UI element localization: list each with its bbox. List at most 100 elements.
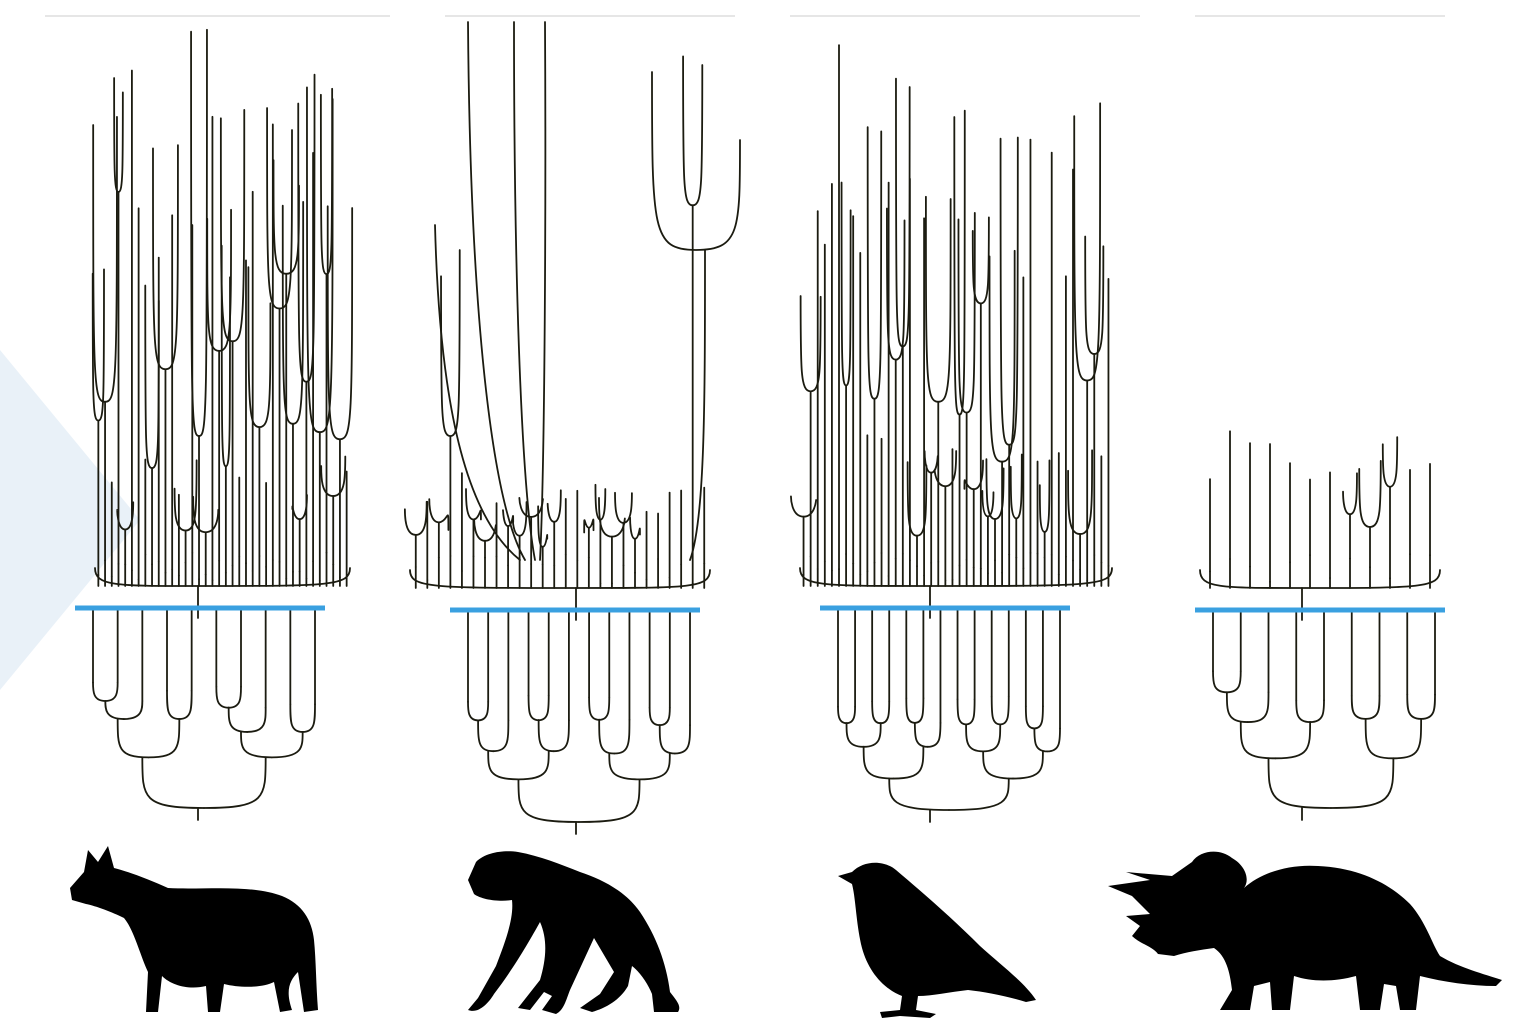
branch-segment	[167, 691, 179, 719]
branch-segment	[554, 720, 569, 751]
branch-segment	[864, 747, 894, 779]
phylogeny-panel-dinosaurs	[1195, 431, 1445, 820]
branch-segment	[539, 696, 549, 721]
branch-segment	[650, 708, 660, 725]
lineage-fork	[595, 485, 605, 520]
branch-segment	[1393, 719, 1421, 758]
branch-segment	[614, 720, 629, 754]
branch-segment	[915, 698, 924, 723]
lineage-fork	[986, 459, 1003, 519]
branch-segment	[864, 723, 881, 747]
branch-segment	[949, 779, 1009, 810]
triceratops-icon	[1108, 852, 1502, 1010]
branch-segment	[1366, 719, 1394, 758]
branch-segment	[1034, 706, 1043, 728]
branch-segment	[589, 697, 599, 719]
branch-segment	[93, 683, 105, 701]
branch-segment	[1269, 758, 1331, 808]
lineage-fork	[321, 89, 332, 274]
wolf-icon	[70, 846, 318, 1012]
branch-segment	[124, 701, 142, 719]
phylogeny-panel-primates	[405, 22, 740, 834]
branch-segment	[149, 719, 180, 757]
branch-segment	[1013, 751, 1043, 778]
lineage-fork	[267, 108, 292, 308]
lineage-fork	[513, 502, 527, 536]
branch-segment	[579, 779, 640, 822]
chimpanzee-icon	[468, 851, 679, 1014]
lineage-fork	[1040, 460, 1050, 532]
branch-segment	[241, 732, 272, 757]
lineage-fork	[292, 495, 307, 519]
branch-segment	[478, 720, 493, 751]
branch-segment	[518, 751, 548, 779]
lineage-fork	[683, 56, 702, 205]
branch-segment	[640, 754, 670, 780]
branch-segment	[660, 725, 675, 753]
lineage-fork	[925, 451, 938, 473]
branch-segment	[1213, 671, 1227, 692]
branch-segment	[229, 708, 248, 732]
branch-segment	[1026, 706, 1035, 728]
branch-segment	[1331, 758, 1393, 808]
branch-segment	[247, 708, 265, 732]
branch-segment	[983, 751, 1013, 778]
phylogeny-panel-birds	[791, 45, 1112, 822]
branch-segment	[1310, 700, 1324, 722]
branch-segment	[599, 697, 609, 719]
branch-segment	[847, 707, 856, 723]
branch-segment	[105, 701, 124, 719]
lineage-fork	[1068, 450, 1092, 534]
lineage-fork	[652, 72, 740, 250]
lineage-fork	[990, 251, 1015, 462]
branch-segment	[142, 757, 204, 808]
branch-segment	[928, 723, 941, 747]
branch-segment	[179, 691, 191, 719]
branch-segment	[303, 704, 315, 732]
lineage-fork	[1383, 437, 1397, 487]
lineage-fork	[405, 502, 427, 535]
branch-segment	[838, 707, 847, 723]
lineage-fork	[926, 197, 951, 402]
branch-segment	[1296, 700, 1310, 722]
branch-segment	[1000, 697, 1009, 725]
lineage-fork	[791, 496, 816, 516]
branch-segment	[872, 701, 881, 723]
branch-segment	[958, 699, 967, 724]
lineage-fork	[114, 78, 123, 192]
branch-segment	[468, 702, 478, 721]
radiation-base	[1200, 570, 1440, 588]
lineage-fork	[548, 490, 561, 521]
radiation-base	[410, 570, 710, 588]
lineage-fork	[222, 246, 230, 467]
lineage-fork	[145, 286, 159, 469]
branch-segment	[983, 724, 1000, 751]
radiation-base	[95, 568, 350, 586]
branch-segment	[118, 719, 149, 757]
lineage-fork	[321, 457, 345, 496]
long-lineage	[540, 22, 545, 560]
branch-segment	[992, 697, 1001, 725]
branch-segment	[1227, 692, 1248, 722]
lineage-fork	[248, 267, 270, 427]
branch-segment	[478, 702, 488, 721]
branch-segment	[1407, 695, 1421, 719]
branch-segment	[906, 698, 915, 723]
branch-segment	[1366, 696, 1380, 719]
branch-segment	[290, 704, 302, 732]
branch-segment	[529, 696, 539, 721]
lineage-fork	[221, 110, 244, 341]
branch-segment	[229, 687, 241, 708]
lineage-fork	[175, 460, 197, 530]
branch-segment	[272, 732, 303, 757]
lineage-fork	[191, 30, 207, 436]
branch-segment	[609, 754, 639, 780]
branch-segment	[488, 751, 518, 779]
branch-segment	[966, 699, 975, 724]
lineage-fork	[1359, 461, 1381, 527]
branch-segment	[599, 720, 614, 754]
lineage-fork	[93, 117, 117, 402]
lineage-fork	[868, 127, 882, 399]
branch-segment	[493, 720, 508, 751]
